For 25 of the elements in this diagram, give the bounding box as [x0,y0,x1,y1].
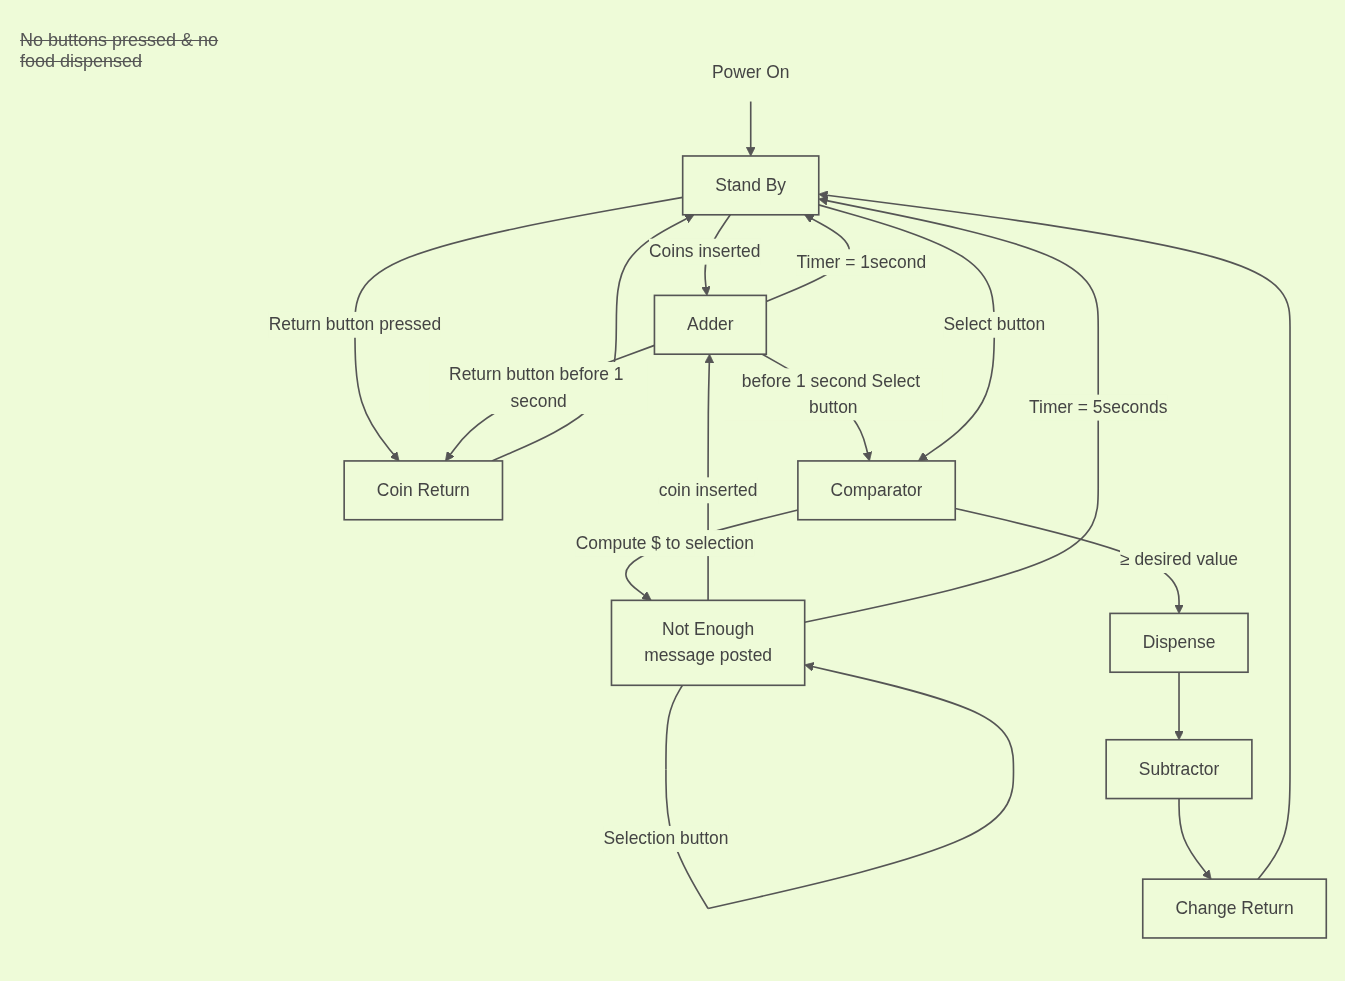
arrow [745,100,756,157]
arrow [818,190,1291,881]
edge-label: Timer = 1second [796,252,927,272]
crossed-out-note: No buttons pressed & no food dispensed [20,30,220,72]
node-box: Stand By [681,155,820,216]
edge-label: before 1 second Select button [741,371,921,417]
arrow [1174,671,1184,741]
edge-label: Compute $ to selection [575,533,754,553]
node-box: Dispense [1109,612,1249,674]
node-text: Power On [711,62,790,81]
node-box: Comparator [797,460,957,521]
edge-label: coin inserted [658,480,758,500]
edge-label: Select button [943,315,1046,334]
edge-label: Return button before 1 second [449,365,624,410]
edge-label: Return button pressed [268,315,442,334]
node-box: Change Return [1141,878,1328,939]
arrow [1178,797,1212,880]
edge-label: Timer = 5seconds [1029,397,1168,417]
node-box: Coin Return [343,460,504,521]
edge-label: Coins inserted [649,241,761,261]
edge-label: Selection button [603,829,729,848]
node-box: Adder [653,294,768,356]
node-box: Subtractor [1105,739,1253,800]
node-box: Not Enough message posted [610,599,806,687]
edge-label: ≥ desired value [1119,550,1239,569]
